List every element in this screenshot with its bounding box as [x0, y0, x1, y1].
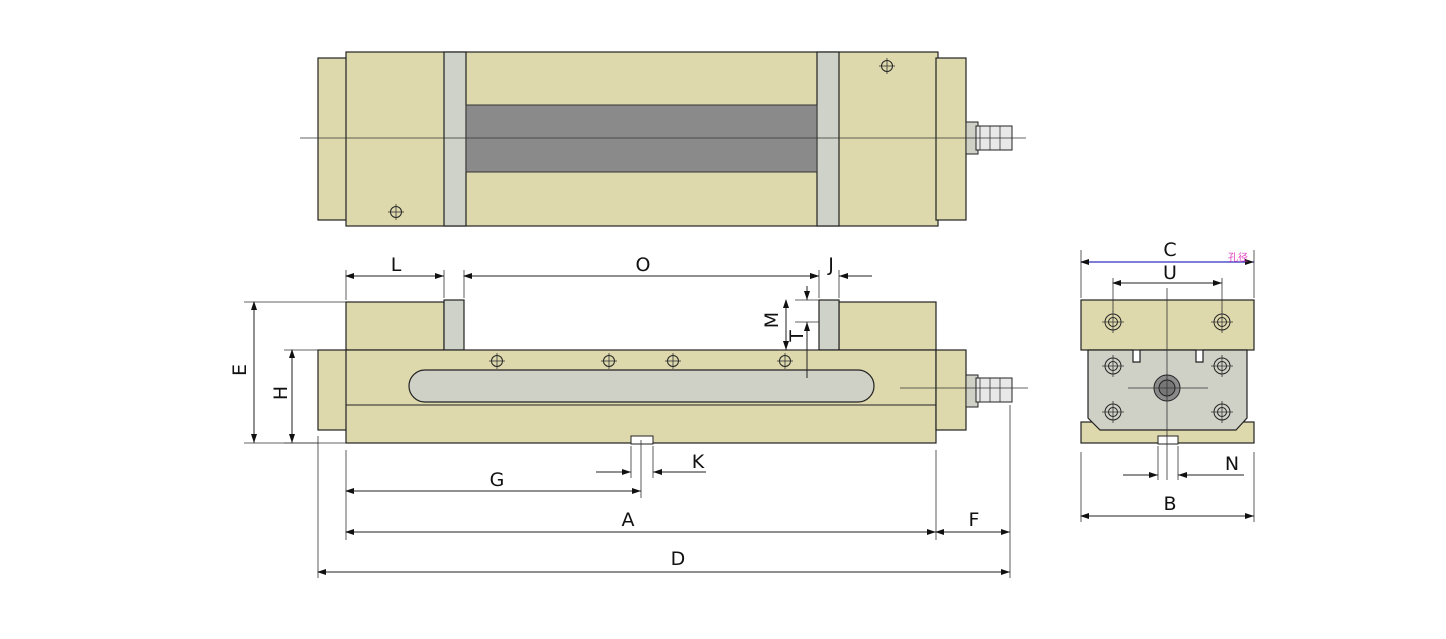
hole-icon: [1102, 401, 1124, 423]
dim-label-E: E: [229, 364, 251, 376]
hole-icon: [665, 353, 681, 369]
front-dimensions: L O J M T E H K G: [229, 254, 1011, 578]
hole-icon: [1102, 311, 1124, 333]
front-view: [317, 299, 1028, 445]
dim-label-T: T: [786, 330, 808, 343]
top-view: [300, 51, 1026, 227]
hole-icon: [777, 353, 793, 369]
side-dimensions: C 孔径 U N B: [1080, 239, 1255, 522]
annotation-label: 孔径: [1228, 251, 1248, 264]
hole-icon: [1102, 355, 1124, 377]
hole-icon: [1211, 401, 1233, 423]
hole-icon: [489, 353, 505, 369]
dim-label-F: F: [969, 509, 980, 531]
dim-label-J: J: [827, 254, 834, 276]
dim-label-U: U: [1163, 262, 1177, 284]
dim-label-N: N: [1225, 453, 1239, 475]
dim-label-M: M: [761, 312, 783, 328]
dim-label-O: O: [636, 254, 651, 276]
hole-icon: [388, 204, 404, 220]
hole-icon: [879, 58, 895, 74]
dim-label-D: D: [671, 548, 686, 570]
dim-label-C: C: [1163, 239, 1176, 261]
side-view: [1080, 288, 1255, 480]
hole-icon: [1211, 355, 1233, 377]
dim-label-A: A: [622, 509, 635, 531]
dim-label-K: K: [692, 451, 705, 473]
dim-label-H: H: [270, 386, 292, 400]
dim-label-G: G: [490, 469, 505, 491]
hole-icon: [1211, 311, 1233, 333]
dim-label-B: B: [1163, 493, 1176, 515]
hole-icon: [601, 353, 617, 369]
dim-label-L: L: [391, 254, 402, 276]
